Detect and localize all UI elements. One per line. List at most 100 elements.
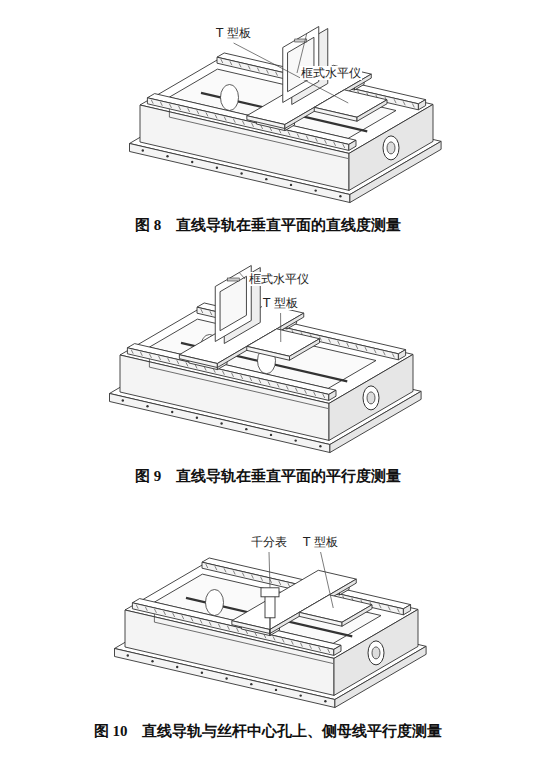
rail-hatch [403,101,405,105]
frame-level [288,37,314,91]
linear-guide [334,645,341,655]
bolt-hole [166,155,168,157]
rail-hatch [241,375,243,379]
rail-hatch [215,114,217,118]
bearing-hole [367,392,375,404]
rail-hatch [392,353,394,357]
linear-guide [418,100,425,110]
figure-caption: 图 9 直线导轨在垂直平面的平行度测量 [135,467,401,485]
rail-hatch [159,356,161,360]
rail-hatch [304,390,306,394]
body-cavity [154,574,381,643]
frame-level [283,27,319,103]
indicator-stem [269,618,270,636]
rail-hatch [277,383,279,387]
rail-hatch [288,583,290,587]
machine-base [130,27,442,203]
rail-hatch [233,119,235,123]
t-plate [314,107,357,121]
rail-hatch [306,136,308,140]
part-label: 框式水平仪 [300,66,362,80]
part-label: T 型板 [262,296,299,310]
bolt-hole [339,195,341,197]
rail-hatch [227,626,229,630]
rail-hatch [168,358,170,362]
bolt-hole [324,700,326,702]
rail-hatch [136,605,138,609]
bolt-hole [225,677,227,679]
part-label: T 型板 [215,26,252,40]
rail-hatch [276,72,278,76]
bolt-hole [216,167,218,169]
leader-line [239,273,245,280]
bolt-hole [196,417,198,419]
rail-hatch [151,100,153,104]
rail-hatch [356,345,358,349]
rail-hatch [328,339,330,343]
leader-line [280,313,281,342]
rail-hatch [131,350,133,354]
rail-hatch [268,381,270,385]
bolt-hole [122,399,124,401]
bearing-hole [363,386,379,410]
rail-hatch [338,341,340,345]
t-plate [232,621,270,634]
rail-hatch [160,102,162,106]
frame-level [215,266,251,342]
rail-hatch [242,573,244,577]
t-plate [290,339,320,361]
rail-hatch [188,108,190,112]
rail-hatch [248,65,250,69]
bolt-hole [290,184,292,186]
screw-support [206,590,224,616]
linear-guide [398,350,405,360]
rail-hatch [343,144,345,148]
rail-hatch [261,577,263,581]
rail-hatch [388,606,390,610]
part-label: T 型板 [302,535,339,549]
rail-hatch [291,641,293,645]
bolt-hole [191,161,193,163]
rail-hatch [210,311,212,315]
rail-hatch [323,394,325,398]
rail-hatch [273,636,275,640]
rail-hatch [300,643,302,647]
rail-hatch [279,581,281,585]
screw-support [221,85,239,111]
rail-hatch [397,608,399,612]
rail-hatch [230,61,232,65]
bolt-hole [245,428,247,430]
rail-hatch [257,68,259,72]
rail-hatch [412,103,414,107]
linear-guide [403,605,410,615]
bolt-hole [265,178,267,180]
bolt-hole [142,149,144,151]
rail-hatch [242,121,244,125]
rail-hatch [365,347,367,351]
rail-hatch [177,360,179,364]
rail-hatch [209,622,211,626]
level-vial [227,278,239,281]
t-plate [299,612,342,626]
bolt-hole [240,172,242,174]
t-plate [357,100,387,122]
rail-hatch [347,343,349,347]
machine-base [115,558,427,708]
rail-hatch [233,570,235,574]
rail-hatch [319,647,321,651]
bolt-hole [315,189,317,191]
rail-hatch [239,63,241,67]
rail-hatch [206,112,208,116]
rail-hatch [173,613,175,617]
rail-hatch [206,564,208,568]
rail-hatch [186,362,188,366]
part-label: 千分表 [250,535,288,549]
rail-hatch [232,373,234,377]
linear-guide [349,140,356,150]
rail-hatch [197,110,199,114]
rail-hatch [201,309,203,313]
linear-guide [329,390,336,400]
rail-hatch [215,566,217,570]
bolt-hole [319,445,321,447]
